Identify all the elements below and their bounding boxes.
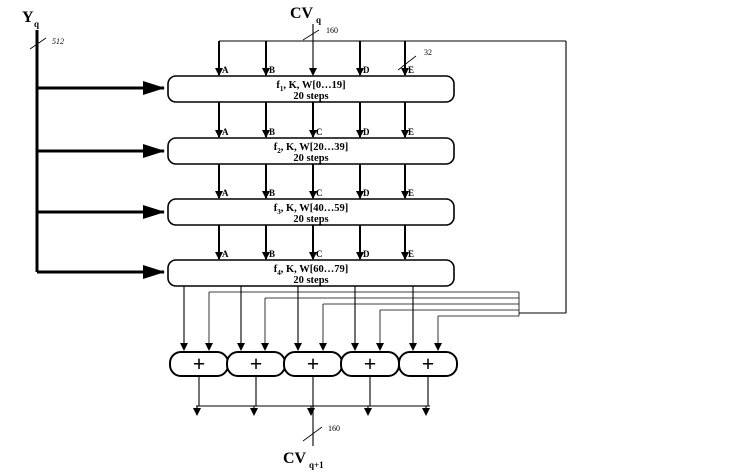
round-box-4: f4, K, W[60…79] 20 steps — [167, 259, 455, 287]
wire-label-d-round-4: D — [363, 249, 370, 259]
word-width-label: 32 — [424, 48, 432, 57]
adder-4: + — [340, 351, 400, 377]
round-box-3: f3, K, W[40…59] 20 steps — [167, 198, 455, 226]
wire-label-e-round-2: E — [408, 127, 414, 137]
adder-1: + — [169, 351, 229, 377]
wire-label-b-round-4: B — [269, 249, 275, 259]
yq-label-main: Y — [22, 9, 34, 26]
adder-4-symbol: + — [364, 351, 377, 376]
round-3-frame — [167, 198, 455, 226]
adder-2: + — [226, 351, 286, 377]
round-4-steps: 20 steps — [293, 275, 328, 286]
word-bus-slash — [397, 55, 417, 71]
cvq-input-label: CV q — [290, 5, 321, 25]
round-box-2: f2, K, W[20…39] 20 steps — [167, 137, 455, 165]
yq-width-label: 512 — [52, 37, 64, 46]
round-1-frame — [167, 75, 455, 103]
output-label-sub: q+1 — [309, 460, 324, 470]
round-1-function: f1, K, W[0…19] — [276, 80, 345, 93]
cvq-bus-slash — [302, 29, 320, 41]
wire-label-a-round-3: A — [222, 188, 229, 198]
round-3-function: f3, K, W[40…59] — [274, 203, 348, 216]
wire-label-e-round-4: E — [408, 249, 414, 259]
adder-3-symbol: + — [307, 351, 320, 376]
cvq1-output-label: CV q+1 — [283, 450, 324, 470]
wire-label-b-round-2: B — [269, 127, 275, 137]
wire-label-c-round-3: C — [316, 188, 323, 198]
adder-1-symbol: + — [193, 351, 206, 376]
wire-label-d-round-2: D — [363, 127, 370, 137]
adder-5: + — [398, 351, 458, 377]
wire-label-a-round-4: A — [222, 249, 229, 259]
wire-label-d-round-3: D — [363, 188, 370, 198]
yq-input-label: Y q — [22, 9, 39, 29]
wire-label-b-round-1: B — [269, 65, 275, 75]
wire-group: A B D E A B C D E A B C D E A B C D E — [180, 41, 520, 351]
cvq-width-label: 160 — [326, 26, 338, 35]
adder-5-symbol: + — [422, 351, 435, 376]
round-box-1: f1, K, W[0…19] 20 steps — [167, 75, 455, 103]
wire-label-c-round-4: C — [316, 249, 323, 259]
adder-3: + — [283, 351, 343, 377]
cvq-label-main: CV — [290, 5, 314, 22]
output-bus-slash — [302, 426, 323, 442]
wire-label-a-round-1: A — [222, 65, 229, 75]
round-2-frame — [167, 137, 455, 165]
wire-label-c-round-2: C — [316, 127, 323, 137]
round-2-function: f2, K, W[20…39] — [274, 142, 348, 155]
output-width-label: 160 — [328, 424, 340, 433]
adder-2-symbol: + — [250, 351, 263, 376]
wire-label-e-round-3: E — [408, 188, 414, 198]
round-3-steps: 20 steps — [293, 214, 328, 225]
wire-label-a-round-2: A — [222, 127, 229, 137]
round-4-function: f4, K, W[60…79] — [274, 264, 348, 277]
round-2-steps: 20 steps — [293, 153, 328, 164]
output-label-main: CV — [283, 450, 307, 467]
adder-row: + + + + + — [169, 351, 458, 416]
round-4-frame — [167, 259, 455, 287]
cvq-label-sub: q — [316, 15, 321, 25]
wire-label-b-round-3: B — [269, 188, 275, 198]
wire-label-e-round-1: E — [408, 65, 414, 75]
wire-label-d-round-1: D — [363, 65, 370, 75]
round-1-steps: 20 steps — [293, 91, 328, 102]
yq-label-sub: q — [34, 19, 39, 29]
